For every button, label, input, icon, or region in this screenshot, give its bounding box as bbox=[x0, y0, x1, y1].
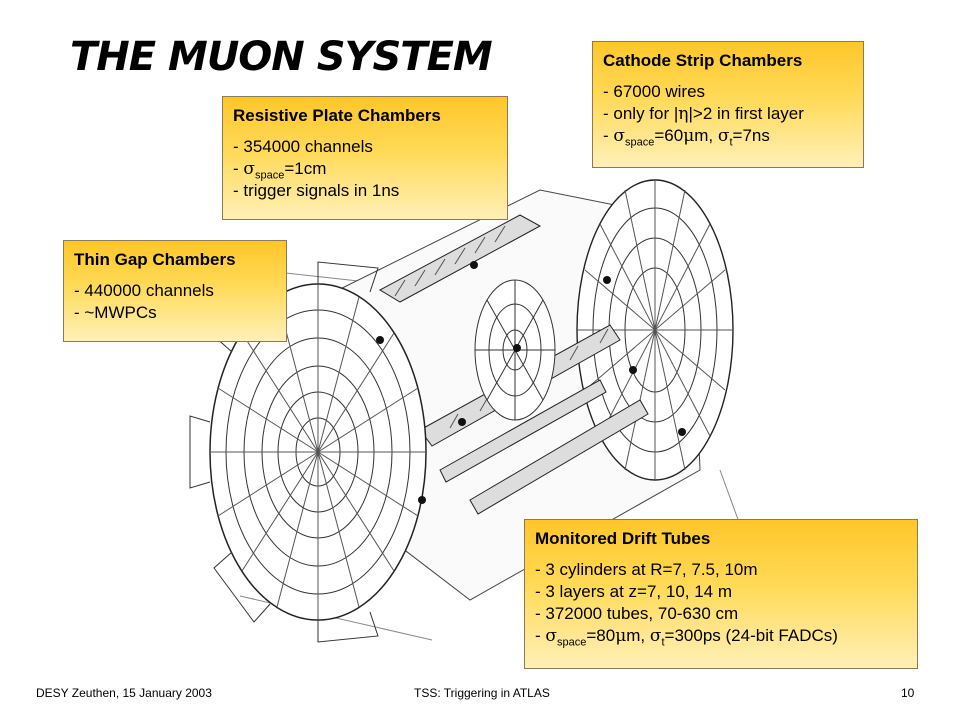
tgc-header: Thin Gap Chambers bbox=[74, 250, 236, 269]
tgc-callout: Thin Gap Chambers - 440000 channels - ~M… bbox=[63, 240, 287, 342]
csc-line-2: - only for |η|>2 in first layer bbox=[603, 104, 804, 124]
eta-symbol: η bbox=[678, 104, 689, 124]
footer-venue-date: DESY Zeuthen, 15 January 2003 bbox=[36, 686, 212, 700]
mdt-header: Monitored Drift Tubes bbox=[535, 529, 711, 548]
csc-line-3: - σspace=60μm, σt=7ns bbox=[603, 126, 770, 149]
csc-line-1: - 67000 wires bbox=[603, 82, 706, 101]
mdt-line-1: - 3 cylinders at R=7, 7.5, 10m bbox=[535, 560, 758, 579]
sigma-symbol: σ bbox=[243, 159, 255, 179]
footer-page-number: 10 bbox=[901, 686, 915, 700]
rpc-header: Resistive Plate Chambers bbox=[233, 106, 441, 125]
csc-callout: Cathode Strip Chambers - 67000 wires - o… bbox=[592, 41, 864, 168]
sigma-symbol: σ bbox=[545, 626, 557, 646]
sigma-symbol: σ bbox=[717, 126, 730, 146]
mu-symbol: μ bbox=[683, 126, 695, 146]
rpc-line-1: - 354000 channels bbox=[233, 137, 373, 156]
mdt-line-3: - 372000 tubes, 70-630 cm bbox=[535, 604, 739, 623]
mdt-callout: Monitored Drift Tubes - 3 cylinders at R… bbox=[524, 519, 918, 669]
csc-header: Cathode Strip Chambers bbox=[603, 51, 803, 70]
mdt-line-4: - σspace=80μm, σt=300ps (24-bit FADCs) bbox=[535, 626, 838, 649]
tgc-line-1: - 440000 channels bbox=[74, 281, 214, 300]
sigma-symbol: σ bbox=[613, 126, 625, 146]
tgc-line-2: - ~MWPCs bbox=[74, 303, 157, 322]
slide-title: THE MUON SYSTEM bbox=[70, 34, 493, 80]
rpc-callout: Resistive Plate Chambers - 354000 channe… bbox=[222, 96, 508, 220]
mu-symbol: μ bbox=[615, 626, 627, 646]
sigma-symbol: σ bbox=[649, 626, 662, 646]
rpc-line-2: - σspace=1cm bbox=[233, 159, 327, 182]
rpc-line-3: - trigger signals in 1ns bbox=[233, 181, 400, 200]
mdt-line-2: - 3 layers at z=7, 10, 14 m bbox=[535, 582, 733, 601]
footer-talk-title: TSS: Triggering in ATLAS bbox=[414, 686, 550, 700]
